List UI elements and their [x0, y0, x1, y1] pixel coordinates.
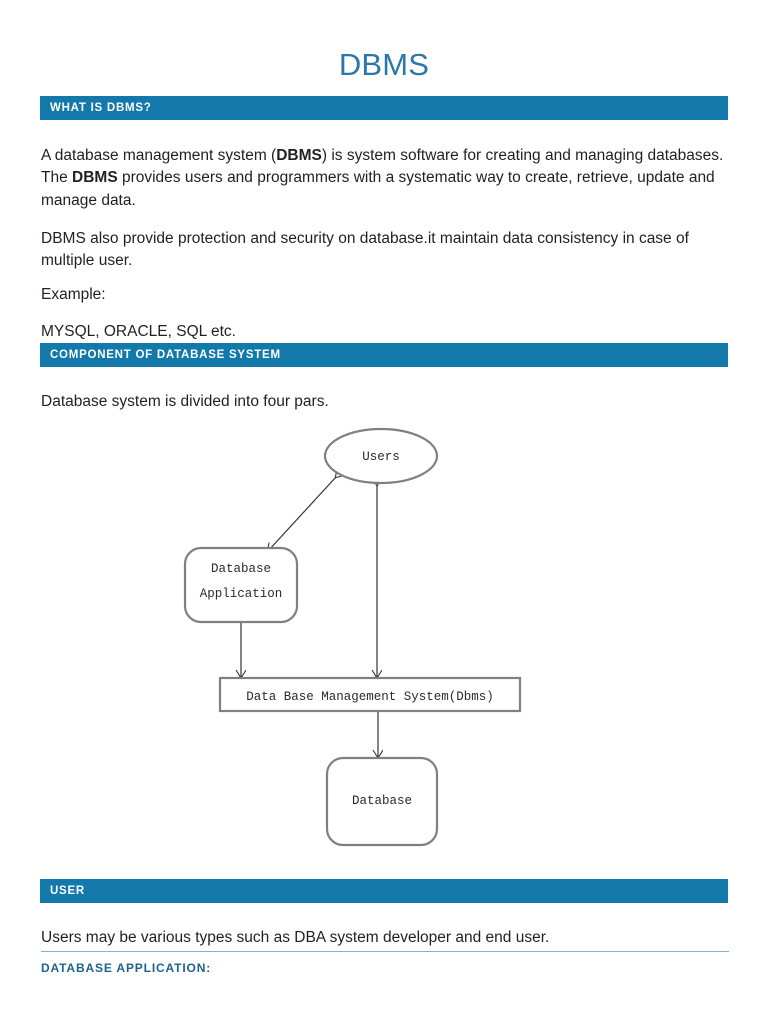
paragraph-user: Users may be various types such as DBA s…	[41, 928, 550, 946]
diagram-node-database: Database	[325, 756, 439, 847]
diagram-node-database-application-label-line2: Application	[200, 587, 283, 601]
paragraph-protection: DBMS also provide protection and securit…	[41, 229, 689, 270]
text-run-bold: DBMS	[276, 146, 322, 164]
text-run: provides users and programmers with a sy…	[41, 169, 715, 209]
text-run: ) is system software for creating and ma…	[41, 146, 724, 187]
paragraph-example-label: Example:	[41, 285, 106, 303]
diagram-node-users: Users	[323, 427, 439, 485]
edge-users-database-application	[268, 477, 336, 551]
paragraph-four-pars: Database system is divided into four par…	[41, 392, 329, 410]
subheading-database-application: DATABASE APPLICATION:	[41, 961, 212, 975]
dbms-architecture-diagram: Users Database Application Data Base Man…	[0, 415, 768, 865]
diagram-node-dbms-label: Data Base Management System(Dbms)	[246, 690, 494, 704]
page-title: DBMS	[338, 47, 430, 82]
diagram-node-database-label: Database	[352, 794, 412, 808]
section-banner-component-of-database-system: COMPONENT OF DATABASE SYSTEM	[40, 343, 728, 367]
section-banner-what-is-dbms: WHAT IS DBMS?	[40, 96, 728, 120]
text-run-bold: DBMS	[72, 169, 118, 186]
diagram-node-database-application-label-line1: Database	[211, 562, 271, 576]
text-run: A database management system (	[41, 146, 277, 164]
diagram-node-dbms: Data Base Management System(Dbms)	[218, 676, 522, 713]
paragraph-example-list: MYSQL, ORACLE, SQL etc.	[41, 322, 236, 340]
paragraph-intro: A database management system (DBMS) is s…	[41, 145, 731, 213]
diagram-node-database-application: Database Application	[183, 546, 299, 624]
horizontal-rule	[41, 951, 729, 952]
section-banner-user: USER	[40, 879, 728, 903]
diagram-node-users-label: Users	[362, 450, 400, 464]
